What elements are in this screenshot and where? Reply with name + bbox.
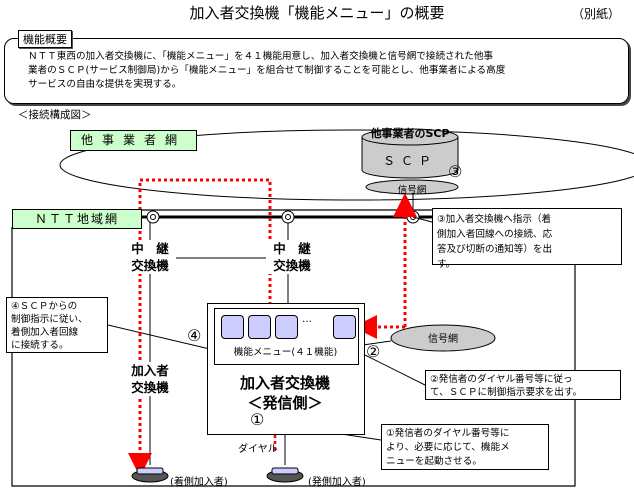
step3-leader xyxy=(412,216,433,223)
step4-line: 着側加入者回線 xyxy=(11,327,79,338)
caller-phone-icon xyxy=(266,467,304,483)
step4-callout: ④ＳＣＰからの 制御指示に従い、 着側加入者回線 に接続する。 xyxy=(6,297,108,353)
step1-line: ニューを起動させる。 xyxy=(386,456,482,467)
step3-line: ③加入者交換機へ指示（着 xyxy=(437,214,552,225)
step4-line: ④ＳＣＰからの xyxy=(11,301,78,312)
step4-number: ④ xyxy=(187,326,202,345)
subscriber-switch-callee: 加入者 交換機 xyxy=(124,362,176,396)
signal-network-top-label: 信号網 xyxy=(397,185,427,196)
relay-switch-1: 中 継 交換機 xyxy=(124,240,176,274)
main-switch-subtitle: ＜発信側＞ xyxy=(247,394,323,412)
function-menu-panel xyxy=(214,308,359,365)
scp-label: ＳＣＰ xyxy=(382,154,437,168)
scp-title: 他事業者のSCP xyxy=(370,127,450,140)
node-mid xyxy=(281,210,295,224)
ntt-network-label: ＮＴＴ地域網 xyxy=(12,209,142,229)
overview-label: 機能概要 xyxy=(18,30,72,48)
step4-line: 制御指示に従い、 xyxy=(11,314,88,325)
signal-link xyxy=(362,340,392,346)
scp-cylinder xyxy=(361,128,459,179)
step2-line: ②発信者のダイヤル番号等に従っ xyxy=(430,374,573,385)
callee-label: (着側加入者) xyxy=(170,477,228,488)
overview-box xyxy=(4,38,629,104)
step2-leader xyxy=(354,349,426,386)
node-left xyxy=(146,210,160,224)
relay-switch-2: 中 継 交換機 xyxy=(266,240,318,274)
subscriber-switch-callee-line2: 交換機 xyxy=(131,380,169,395)
relay-switch-2-line1: 中 継 xyxy=(273,241,311,256)
function-menu-label: 機能メニュー(４１機能) xyxy=(233,347,338,358)
function-key-4 xyxy=(333,315,356,339)
function-key-1 xyxy=(221,315,244,339)
step3-line: 側加入者回線への接続、応 xyxy=(437,229,553,240)
page-title: 加入者交換機「機能メニュー」の概要 xyxy=(189,4,445,22)
step3-line: 答及び切断の通知等）を出 xyxy=(437,244,553,255)
step3-number: ③ xyxy=(448,162,463,181)
step2-callout: ②発信者のダイヤル番号等に従っ て、ＳＣＰに制御指示要求を出す。 xyxy=(425,370,621,400)
other-network-ellipse xyxy=(59,129,634,201)
attachment-label: （別紙） xyxy=(571,7,620,21)
step3-line: す。 xyxy=(437,259,456,270)
function-key-3 xyxy=(275,315,298,339)
connection-diagram-label: ＜接続構成図＞ xyxy=(18,109,92,121)
callee-phone-icon xyxy=(131,467,169,483)
relay-switch-2-line2: 交換機 xyxy=(273,258,311,273)
overview-line-3: サービスの自由な提供を実現する。 xyxy=(28,79,182,90)
signal-network-mid-label: 信号網 xyxy=(428,334,458,345)
step1-line: ①発信者のダイヤル番号等に xyxy=(386,428,510,439)
step4-leader xyxy=(107,324,215,351)
step2-line: て、ＳＣＰに制御指示要求を出す。 xyxy=(430,387,583,398)
step1-number: ① xyxy=(250,410,265,429)
overview-line-1: ＮＴＴ東西の加入者交換機に、「機能メニュー」を４１機能用意し、加入者交換機と信号… xyxy=(28,51,494,62)
other-network-label: 他事業者網 xyxy=(70,130,197,151)
step4-line: に接続する。 xyxy=(11,340,69,351)
relay-switch-1-line1: 中 継 xyxy=(131,241,169,256)
function-key-2 xyxy=(248,315,271,339)
caller-label: (発側加入者) xyxy=(308,477,366,488)
step3-callout: ③加入者交換機へ指示（着 側加入者回線への接続、応 答及び切断の通知等）を出 す… xyxy=(432,208,622,270)
signal-network-mid xyxy=(390,324,496,352)
overview-text: ＮＴＴ東西の加入者交換機に、「機能メニュー」を４１機能用意し、加入者交換機と信号… xyxy=(28,50,614,92)
ntt-network-boundary xyxy=(11,209,576,487)
subscriber-switch-callee-line1: 加入者 xyxy=(131,363,169,378)
step1-callout: ①発信者のダイヤル番号等に より、必要に応じて、機能メ ニューを起動させる。 xyxy=(381,424,549,470)
step2-number: ② xyxy=(366,342,381,361)
dial-label: ダイヤル xyxy=(238,444,278,455)
overview-line-2: 業者のＳＣＰ(サービス制御局)から「機能メニュー」を組合せて制御することを可能と… xyxy=(28,65,506,76)
relay-switch-1-line2: 交換機 xyxy=(131,258,169,273)
function-menu-ellipsis: … xyxy=(302,314,314,325)
step1-line: より、必要に応じて、機能メ xyxy=(386,442,510,453)
main-switch-title: 加入者交換機 xyxy=(239,374,330,392)
